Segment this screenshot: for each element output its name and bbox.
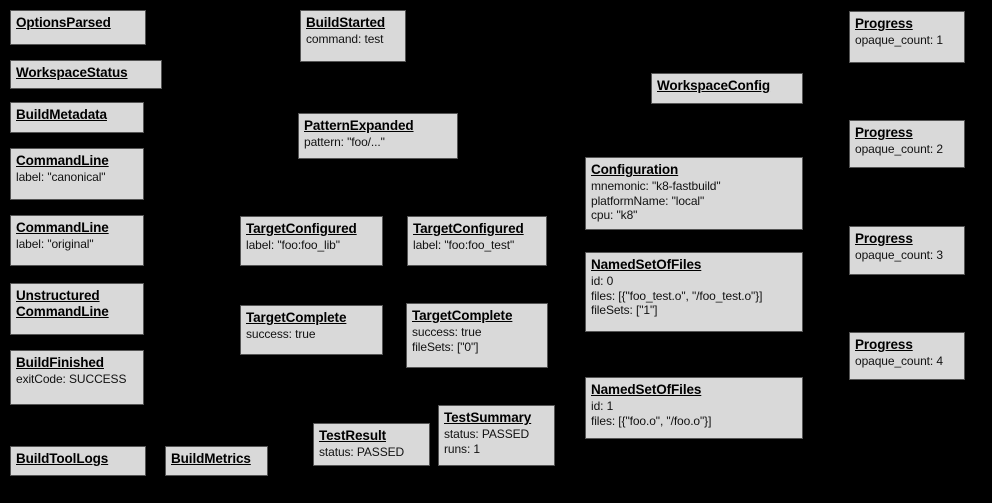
node-title: TargetComplete [246, 310, 347, 325]
node-title: WorkspaceConfig [657, 78, 771, 93]
node-configuration[interactable]: Configuration mnemonic: "k8-fastbuild"pla… [585, 157, 803, 230]
node-field: runs: 1 [444, 441, 480, 456]
node-title: Progress [855, 16, 913, 31]
node-fields: label: "foo:foo_lib" [246, 238, 377, 253]
node-fields: label: "foo:foo_test" [413, 238, 541, 253]
node-field: files: [{"foo.o", "/foo.o"}] [591, 413, 712, 428]
node-field: status: PASSED [444, 427, 530, 441]
node-field: label: "foo:foo_lib" [246, 238, 340, 252]
node-title: PatternExpanded [304, 118, 414, 133]
node-command-line-original[interactable]: CommandLine label: "original" [10, 215, 144, 266]
node-title: TestResult [319, 428, 387, 443]
node-title: Progress [855, 231, 913, 246]
node-fields: command: test [306, 32, 400, 47]
node-workspace-status[interactable]: WorkspaceStatus [10, 60, 162, 89]
node-title: OptionsParsed [16, 15, 111, 30]
node-title: Progress [855, 125, 913, 140]
node-fields: label: "canonical" [16, 170, 138, 185]
node-command-line-canonical[interactable]: CommandLine label: "canonical" [10, 148, 144, 200]
node-build-finished[interactable]: BuildFinished exitCode: SUCCESS [10, 350, 144, 405]
node-title: BuildMetrics [171, 451, 251, 466]
node-title: Configuration [591, 162, 679, 177]
node-build-metadata[interactable]: BuildMetadata [10, 102, 144, 133]
node-title: TargetConfigured [413, 221, 524, 236]
node-fields: opaque_count: 1 [855, 33, 959, 48]
node-field: success: true [412, 325, 482, 339]
node-fields: label: "original" [16, 237, 138, 252]
node-build-started[interactable]: BuildStarted command: test [300, 10, 406, 62]
node-fields: status: PASSED [319, 445, 424, 460]
node-fields: mnemonic: "k8-fastbuild"platformName: "l… [591, 179, 797, 223]
node-title: BuildStarted [306, 15, 386, 30]
node-field: label: "canonical" [16, 170, 106, 184]
node-progress-2[interactable]: Progress opaque_count: 2 [849, 120, 965, 168]
node-title: BuildFinished [16, 355, 104, 370]
node-unstructured-command-line[interactable]: Unstructured CommandLine [10, 283, 144, 335]
node-field: mnemonic: "k8-fastbuild" [591, 179, 721, 193]
node-field: status: PASSED [319, 445, 405, 459]
node-field: exitCode: SUCCESS [16, 372, 127, 386]
node-field: fileSets: ["0"] [412, 339, 479, 354]
node-title: BuildToolLogs [16, 451, 109, 466]
node-field: files: [{"foo_test.o", "/foo_test.o"}] [591, 288, 763, 303]
node-field: opaque_count: 3 [855, 248, 943, 262]
node-fields: opaque_count: 4 [855, 354, 959, 369]
node-field: success: true [246, 327, 316, 341]
node-target-configured-foo-lib[interactable]: TargetConfigured label: "foo:foo_lib" [240, 216, 383, 266]
node-title: BuildMetadata [16, 107, 107, 122]
node-field: pattern: "foo/..." [304, 135, 385, 149]
node-field: cpu: "k8" [591, 208, 638, 222]
node-title: WorkspaceStatus [16, 65, 128, 80]
node-title: TargetConfigured [246, 221, 357, 236]
node-field: opaque_count: 2 [855, 142, 943, 156]
node-options-parsed[interactable]: OptionsParsed [10, 10, 146, 45]
node-target-configured-foo-test[interactable]: TargetConfigured label: "foo:foo_test" [407, 216, 547, 266]
node-fields: exitCode: SUCCESS [16, 372, 138, 387]
node-title: TargetComplete [412, 308, 513, 323]
node-field: opaque_count: 1 [855, 33, 943, 47]
node-progress-4[interactable]: Progress opaque_count: 4 [849, 332, 965, 380]
node-build-metrics[interactable]: BuildMetrics [165, 446, 268, 476]
node-field: platformName: "local" [591, 193, 705, 208]
node-workspace-config[interactable]: WorkspaceConfig [651, 73, 803, 104]
node-title: CommandLine [16, 220, 109, 235]
node-field: command: test [306, 32, 384, 46]
node-field: id: 0 [591, 274, 614, 288]
node-field: fileSets: ["1"] [591, 303, 658, 317]
node-title: TestSummary [444, 410, 532, 425]
node-title: NamedSetOfFiles [591, 382, 702, 397]
node-fields: success: true [246, 327, 377, 342]
node-title: Progress [855, 337, 913, 352]
node-title: CommandLine [16, 153, 109, 168]
node-title: Unstructured CommandLine [16, 288, 109, 319]
node-test-result[interactable]: TestResult status: PASSED [313, 423, 430, 466]
node-field: label: "foo:foo_test" [413, 238, 515, 252]
node-pattern-expanded[interactable]: PatternExpanded pattern: "foo/..." [298, 113, 458, 159]
node-fields: pattern: "foo/..." [304, 135, 452, 150]
node-field: opaque_count: 4 [855, 354, 943, 368]
node-progress-3[interactable]: Progress opaque_count: 3 [849, 226, 965, 275]
node-fields: opaque_count: 3 [855, 248, 959, 263]
node-build-tool-logs[interactable]: BuildToolLogs [10, 446, 146, 476]
node-field: id: 1 [591, 399, 614, 413]
node-target-complete-foo-lib[interactable]: TargetComplete success: true [240, 305, 383, 355]
node-progress-1[interactable]: Progress opaque_count: 1 [849, 11, 965, 63]
node-field: label: "original" [16, 237, 94, 251]
node-title: NamedSetOfFiles [591, 257, 702, 272]
node-fields: opaque_count: 2 [855, 142, 959, 157]
